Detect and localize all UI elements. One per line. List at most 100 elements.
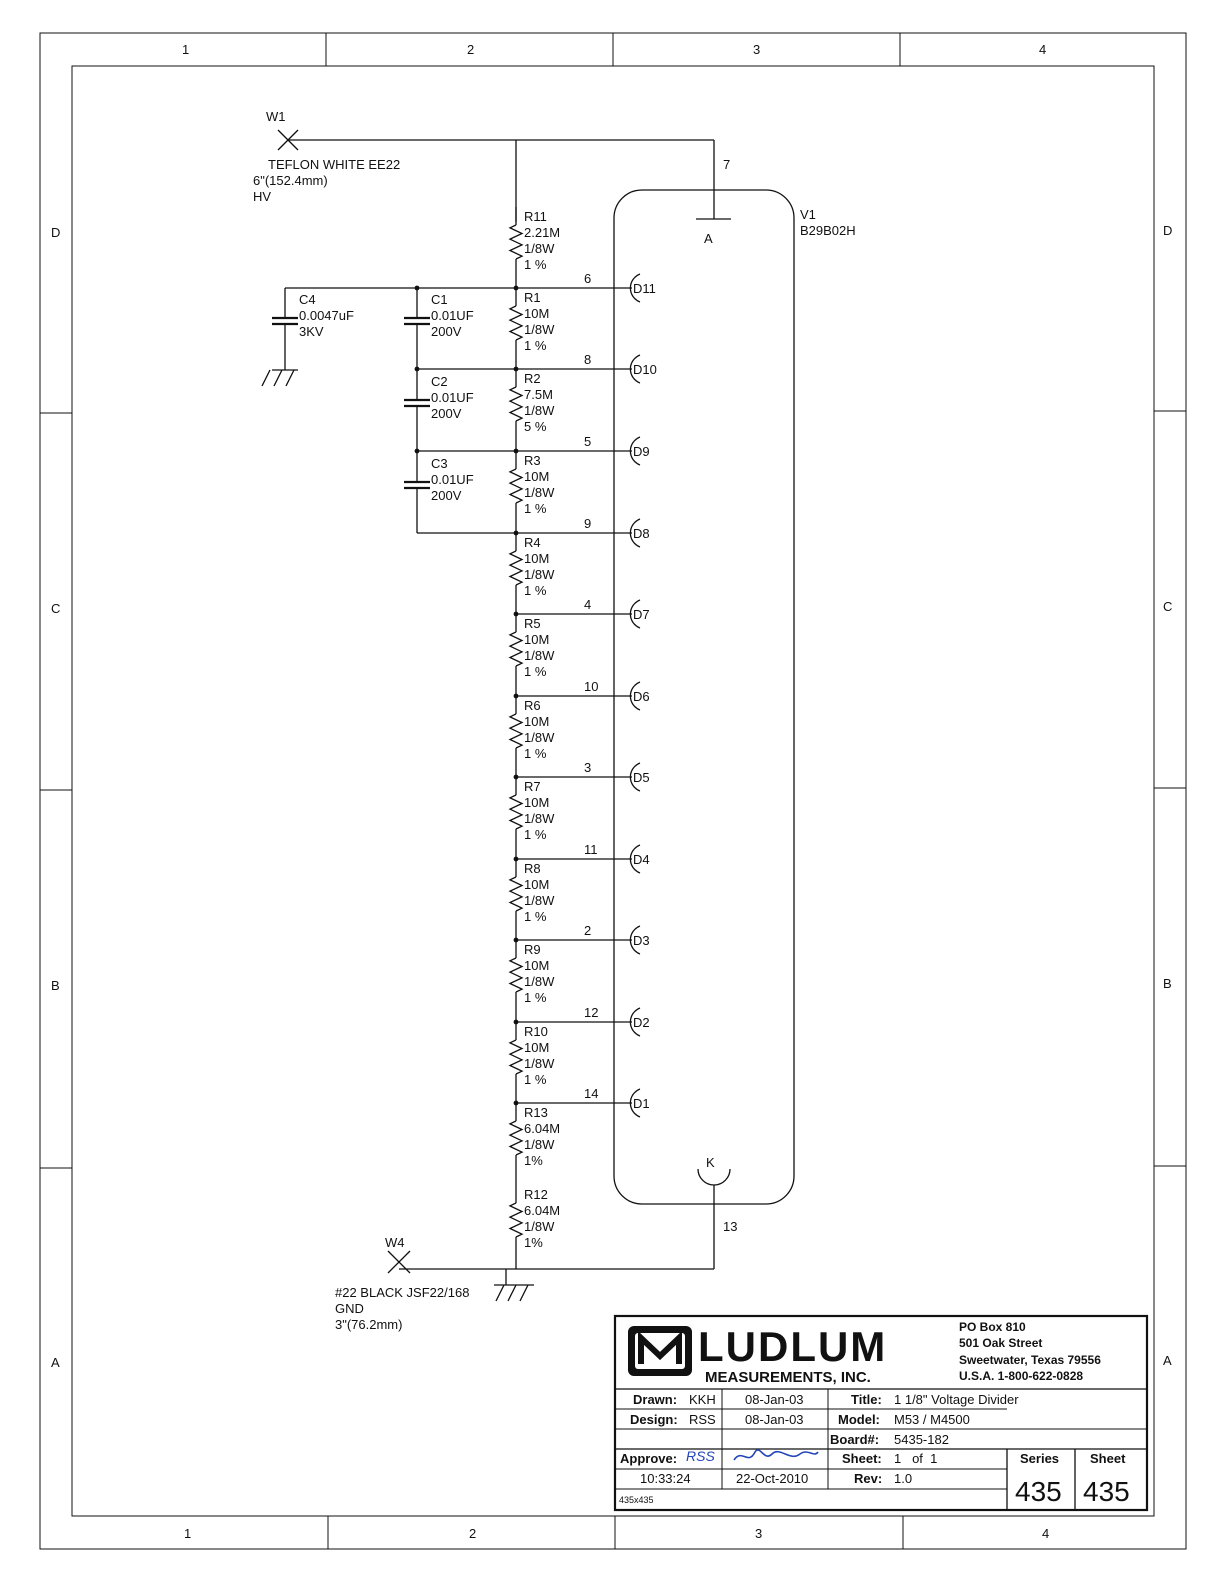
resistor-zigzag bbox=[508, 1120, 524, 1156]
zone-col-bottom-3: 3 bbox=[755, 1526, 762, 1541]
dynode-pin-number: 8 bbox=[584, 352, 591, 367]
dynode-d7: 4D7 bbox=[513, 597, 650, 629]
resistor-ref: R9 bbox=[524, 942, 541, 957]
w4-signal: GND bbox=[335, 1301, 364, 1316]
zone-col-top-4: 4 bbox=[1039, 42, 1046, 57]
drawing-frame: 1 2 3 4 1 2 3 4 D C B A D C B A bbox=[39, 32, 1187, 1550]
resistor-ref: R5 bbox=[524, 616, 541, 631]
c2-ref: C2 bbox=[431, 374, 448, 389]
approve-date: 22-Oct-2010 bbox=[736, 1471, 808, 1486]
c2-value: 0.01UF bbox=[431, 390, 474, 405]
w1-ref: W1 bbox=[266, 109, 286, 124]
resistor-tolerance: 1% bbox=[524, 1153, 543, 1168]
plot-time: 10:33:24 bbox=[640, 1471, 691, 1486]
zone-row-left-d: D bbox=[51, 225, 60, 240]
resistor-zigzag bbox=[508, 468, 524, 504]
c4-ref: C4 bbox=[299, 292, 316, 307]
resistor-zigzag bbox=[508, 876, 524, 912]
zone-col-top-1: 1 bbox=[182, 42, 189, 57]
sheet-number: 435 bbox=[1083, 1476, 1130, 1507]
c4-rating: 3KV bbox=[299, 324, 324, 339]
dynode-pin-number: 3 bbox=[584, 760, 591, 775]
drawn-by: KKH bbox=[689, 1392, 716, 1407]
address-line-4: U.S.A. 1-800-622-0828 bbox=[959, 1369, 1083, 1383]
zone-row-left-c: C bbox=[51, 601, 60, 616]
resistor-value: 6.04M bbox=[524, 1203, 560, 1218]
model-value: M53 / M4500 bbox=[894, 1412, 970, 1427]
tube-v1: 7 A V1 B29B02H K 13 bbox=[613, 157, 856, 1269]
resistor-ref: R2 bbox=[524, 371, 541, 386]
c1-rating: 200V bbox=[431, 324, 462, 339]
cathode-label: K bbox=[706, 1155, 715, 1170]
resistor-ref: R3 bbox=[524, 453, 541, 468]
dynode-d9: 5D9 bbox=[513, 434, 650, 466]
dynode-label: D11 bbox=[633, 281, 656, 296]
design-label: Design: bbox=[630, 1412, 678, 1427]
resistor-tolerance: 1 % bbox=[524, 909, 547, 924]
resistor-ref: R10 bbox=[524, 1024, 548, 1039]
dynode-pin-number: 14 bbox=[584, 1086, 598, 1101]
w1-length: 6"(152.4mm) bbox=[253, 173, 328, 188]
logo-subtitle: MEASUREMENTS, INC. bbox=[705, 1369, 871, 1386]
resistor-value: 10M bbox=[524, 877, 549, 892]
dynode-d8: 9D8 bbox=[513, 516, 650, 548]
resistor-ref: R6 bbox=[524, 698, 541, 713]
resistor-value: 10M bbox=[524, 632, 549, 647]
resistor-tolerance: 1 % bbox=[524, 746, 547, 761]
address-line-1: PO Box 810 bbox=[959, 1320, 1026, 1334]
dynode-label: D9 bbox=[633, 444, 650, 459]
w4-ref: W4 bbox=[385, 1235, 405, 1250]
sheet-label: Sheet: bbox=[842, 1451, 882, 1466]
design-by: RSS bbox=[689, 1412, 716, 1427]
zone-col-top-2: 2 bbox=[467, 42, 474, 57]
model-label: Model: bbox=[838, 1412, 880, 1427]
resistor-tolerance: 1% bbox=[524, 1235, 543, 1250]
resistor-tolerance: 1 % bbox=[524, 990, 547, 1005]
resistor-zigzag bbox=[508, 305, 524, 341]
dynode-label: D2 bbox=[633, 1015, 650, 1030]
resistor-value: 2.21M bbox=[524, 225, 560, 240]
dynode-d5: 3D5 bbox=[513, 760, 650, 792]
c3-ref: C3 bbox=[431, 456, 448, 471]
resistor-tolerance: 1 % bbox=[524, 827, 547, 842]
zone-col-bottom-4: 4 bbox=[1042, 1526, 1049, 1541]
resistor-power: 1/8W bbox=[524, 974, 555, 989]
w4-length: 3"(76.2mm) bbox=[335, 1317, 402, 1332]
resistor-tolerance: 5 % bbox=[524, 419, 547, 434]
dynode-label: D8 bbox=[633, 526, 650, 541]
w1-wire-type: TEFLON WHITE EE22 bbox=[268, 157, 400, 172]
resistor-ref: R1 bbox=[524, 290, 541, 305]
resistor-value: 10M bbox=[524, 306, 549, 321]
approve-label: Approve: bbox=[620, 1451, 677, 1466]
zone-col-bottom-1: 1 bbox=[184, 1526, 191, 1541]
resistor-tolerance: 1 % bbox=[524, 583, 547, 598]
sheet-number-label: Sheet bbox=[1090, 1451, 1126, 1466]
approve-initials: RSS bbox=[686, 1448, 715, 1464]
resistor-zigzag bbox=[508, 957, 524, 993]
cathode-pin-number: 13 bbox=[723, 1219, 737, 1234]
drawn-label: Drawn: bbox=[633, 1392, 677, 1407]
resistor-power: 1/8W bbox=[524, 1137, 555, 1152]
dynode-d3: 2D3 bbox=[513, 923, 650, 955]
sheet-count: 1 of 1 bbox=[894, 1451, 937, 1466]
zone-row-right-d: D bbox=[1163, 223, 1172, 238]
resistor-power: 1/8W bbox=[524, 1219, 555, 1234]
resistor-tolerance: 1 % bbox=[524, 1072, 547, 1087]
anode-label: A bbox=[704, 231, 713, 246]
dynode-pin-number: 6 bbox=[584, 271, 591, 286]
dynode-label: D3 bbox=[633, 933, 650, 948]
c3-rating: 200V bbox=[431, 488, 462, 503]
resistor-zigzag bbox=[508, 1202, 524, 1238]
resistor-zigzag bbox=[508, 713, 524, 749]
board-number: 5435-182 bbox=[894, 1432, 949, 1447]
bypass-capacitors: C1 0.01UF 200V C2 0.01UF 200V C3 0.01UF … bbox=[404, 285, 516, 534]
